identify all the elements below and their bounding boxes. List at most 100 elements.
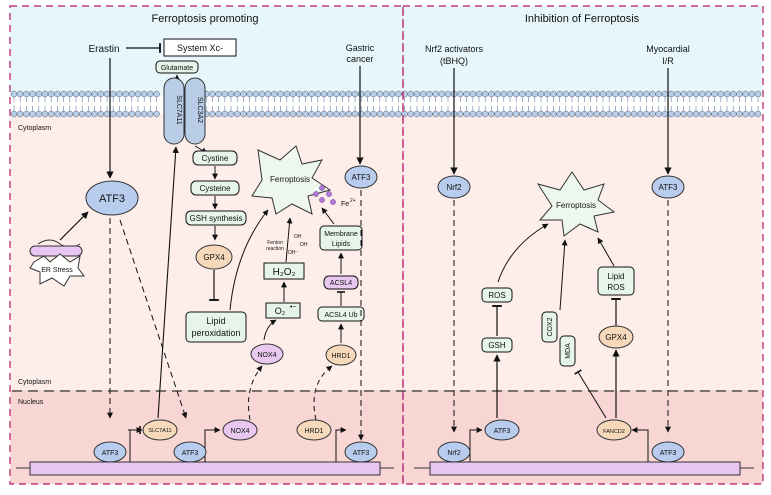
cox2-label: COX2	[547, 317, 554, 336]
nrf2-node-top	[437, 175, 471, 199]
nuc-atf3-right-label-1: ATF3	[494, 428, 511, 435]
nuc-atf3-right-node-2	[651, 441, 685, 463]
atf3-gastric-label: ATF3	[352, 173, 372, 182]
nuc-hrd1-label: HRD1	[304, 428, 323, 435]
system-xc-box	[163, 38, 237, 57]
acsl4-label: ACSL4	[330, 280, 352, 287]
ferroptosis-label-left: Ferroptosis	[270, 175, 310, 184]
mda-box	[559, 335, 576, 367]
nuc-nrf2-label: Nrf2	[447, 450, 460, 457]
nox4-to-o2-arrow	[263, 319, 277, 341]
left-panel-border	[9, 5, 404, 485]
ferroptosis-label-right: Ferroptosis	[556, 201, 596, 210]
hrd1-label-cyto: HRD1	[331, 353, 350, 360]
nuc-fancd2-label: FANCD2	[603, 429, 625, 435]
atf3-label-top-right: ATF3	[659, 183, 679, 192]
slc7a11-gene-to-transporter-arrow	[157, 146, 179, 419]
ros-box	[481, 287, 513, 303]
gsh-synthesis-label: GSH synthesis	[190, 214, 243, 223]
nox4-gene-to-protein-dashed	[248, 365, 263, 421]
erastin-label: Erastin	[88, 44, 119, 55]
o2-label: O₂	[275, 306, 286, 316]
atf3-big-node	[85, 180, 139, 216]
gpx4-node-left	[195, 244, 233, 270]
cysteine-box	[190, 180, 240, 196]
backgrounds	[10, 6, 763, 484]
cox2-box	[541, 311, 558, 343]
lipid-peroxidation-label-1: Lipid	[206, 316, 225, 326]
gpx4-label-right: GPX4	[605, 333, 627, 342]
right-panel-title: Inhibition of Ferroptosis	[525, 13, 640, 25]
acsl4-ub-label: ACSL4 Ub	[324, 312, 357, 319]
atf3-to-nox4-gene-dashed	[119, 219, 188, 419]
o2-superscript: •−	[290, 304, 297, 311]
gastric-cancer-label-2: cancer	[346, 54, 373, 64]
membrane-lipids-label-2: Lipids	[332, 241, 351, 248]
slc7a11-protein-label: SLC7A11	[175, 95, 182, 125]
nuc-atf3-right-label-2: ATF3	[660, 450, 677, 457]
nuc-atf3-node-1	[93, 441, 127, 463]
cytoplasm-label-bottom: Cytoplasm	[18, 379, 51, 386]
nuc-nrf2-node	[437, 441, 471, 463]
glutamate-label: Glutamate	[161, 65, 193, 72]
gpx4-label-left: GPX4	[203, 253, 225, 262]
h2o2-label: H₂O₂	[273, 267, 296, 278]
fe-ions	[313, 185, 336, 205]
ferroptosis-burst-left	[251, 145, 332, 215]
myocardial-ir-label-2: I/R	[662, 56, 674, 66]
gpx4-node-right	[598, 325, 634, 349]
lipid-ros-label-2: ROS	[607, 283, 624, 292]
cytoplasm-region	[10, 114, 763, 390]
lipid-ros-to-ferroptosis-arrow	[597, 237, 615, 267]
nuc-slc7a11-node	[142, 419, 178, 441]
nuc-hrd1-node	[296, 419, 332, 441]
nuc-atf3-label-3: ATF3	[353, 450, 370, 457]
h2o2-box	[263, 262, 305, 280]
nox4-node-cyto	[250, 343, 284, 365]
nuc-atf3-label-2: ATF3	[182, 450, 199, 457]
fe-superscript: 2+	[350, 198, 356, 204]
extracellular-region	[10, 6, 763, 96]
lipid-ros-label-1: Lipid	[608, 272, 625, 281]
atf3-big-label: ATF3	[99, 193, 125, 205]
gsh-box	[481, 337, 513, 353]
panel-borders	[9, 5, 764, 485]
fancd2-inhibits-mda	[574, 369, 607, 419]
hrd1-gene-to-protein-dashed	[313, 365, 333, 421]
atf3-node-top-right	[651, 175, 685, 199]
cytoplasm-label-top: Cytoplasm	[18, 125, 51, 132]
lipid-peroxidation-label-2: peroxidation	[191, 328, 240, 338]
slc7a11-protein	[163, 77, 185, 145]
ros-label: ROS	[488, 291, 505, 300]
membrane-lipids-to-ferroptosis-arrow	[321, 207, 335, 225]
mda-label: MDA	[565, 343, 572, 359]
fenton-reaction-label-2: reaction	[266, 246, 284, 252]
membrane-lipids-box	[319, 225, 363, 251]
nuc-slc7a11-label: SLC7A11	[148, 428, 171, 434]
system-xc-transporter: SLC7A11 SLC3A2	[163, 77, 206, 145]
nuc-atf3-right-node-1	[484, 419, 520, 441]
dna-strand-right	[429, 461, 741, 476]
cox2-mda-group	[541, 311, 576, 367]
acsl4-box	[323, 275, 359, 290]
cox2-to-ferroptosis-arrow	[559, 239, 568, 311]
system-xc-label: System Xc-	[177, 43, 223, 53]
h2o2-to-ferroptosis-arrow	[285, 217, 293, 263]
slc3a2-protein-label: SLC3A2	[196, 97, 203, 123]
er-stress-to-atf3-arrow	[59, 211, 89, 241]
glutamate-box	[155, 60, 199, 74]
nuc-nox4-label: NOX4	[230, 428, 249, 435]
fenton-reaction-label-1: Fenton	[267, 240, 283, 246]
nox4-label-cyto: NOX4	[257, 352, 276, 359]
ros-to-ferroptosis-arrow	[497, 223, 549, 283]
gsh-label: GSH	[488, 341, 506, 350]
nuc-nox4-node	[222, 419, 258, 441]
nuc-atf3-node-3	[344, 441, 378, 463]
gastric-cancer-label-1: Gastric	[346, 43, 375, 53]
right-panel-border	[402, 5, 764, 485]
er-stress-label: ER Stress	[41, 267, 73, 274]
nuc-fancd2-node	[596, 419, 632, 441]
ferroptosis-burst-right	[536, 171, 616, 237]
